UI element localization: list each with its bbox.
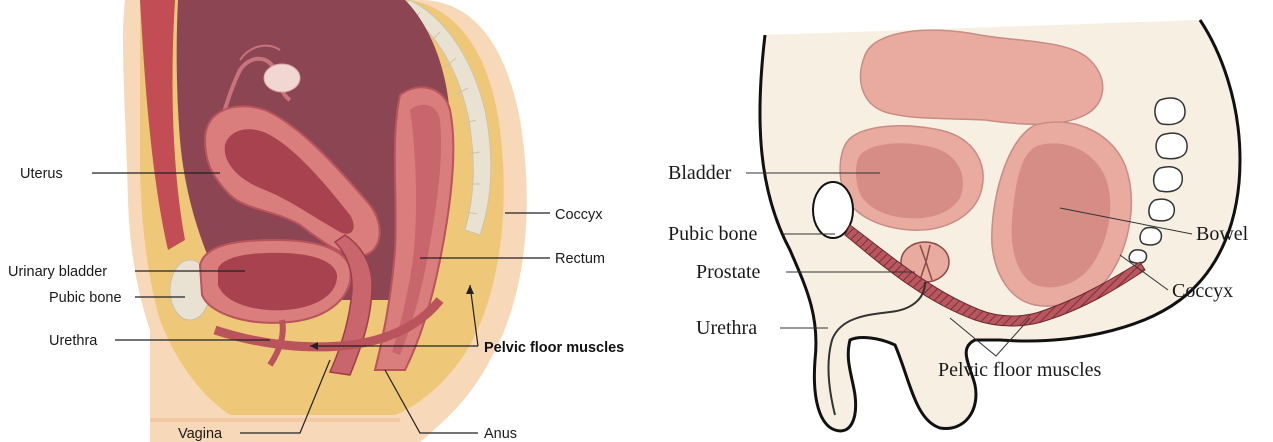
male-label-pubic-bone: Pubic bone	[668, 223, 758, 245]
female-label-pelvic-floor-muscles: Pelvic floor muscles	[484, 340, 624, 356]
male-label-bowel: Bowel	[1196, 223, 1249, 245]
female-label-rectum: Rectum	[555, 251, 605, 267]
male-pelvis-diagram: Bladder Pubic bone Bowel Prostate Coccyx…	[640, 0, 1273, 442]
male-label-coccyx: Coccyx	[1172, 280, 1233, 302]
male-pubic-bone	[813, 182, 853, 238]
male-label-bladder: Bladder	[668, 162, 732, 184]
male-pelvis-illustration: Bladder Pubic bone Bowel Prostate Coccyx…	[640, 0, 1273, 442]
female-label-anus: Anus	[484, 426, 517, 442]
female-label-uterus: Uterus	[20, 166, 63, 182]
female-label-vagina: Vagina	[178, 426, 223, 442]
female-pelvis-illustration: Uterus Coccyx Urinary bladder Rectum Pub…	[0, 0, 640, 442]
female-label-urethra: Urethra	[49, 333, 98, 349]
female-label-coccyx: Coccyx	[555, 207, 603, 223]
female-pelvis-diagram: Uterus Coccyx Urinary bladder Rectum Pub…	[0, 0, 640, 442]
female-ovary	[264, 64, 300, 92]
male-label-pelvic-floor-muscles: Pelvic floor muscles	[938, 359, 1102, 381]
male-label-prostate: Prostate	[696, 261, 761, 283]
female-label-pubic-bone: Pubic bone	[49, 290, 122, 306]
female-label-urinary-bladder: Urinary bladder	[8, 264, 107, 280]
male-label-urethra: Urethra	[696, 317, 757, 339]
